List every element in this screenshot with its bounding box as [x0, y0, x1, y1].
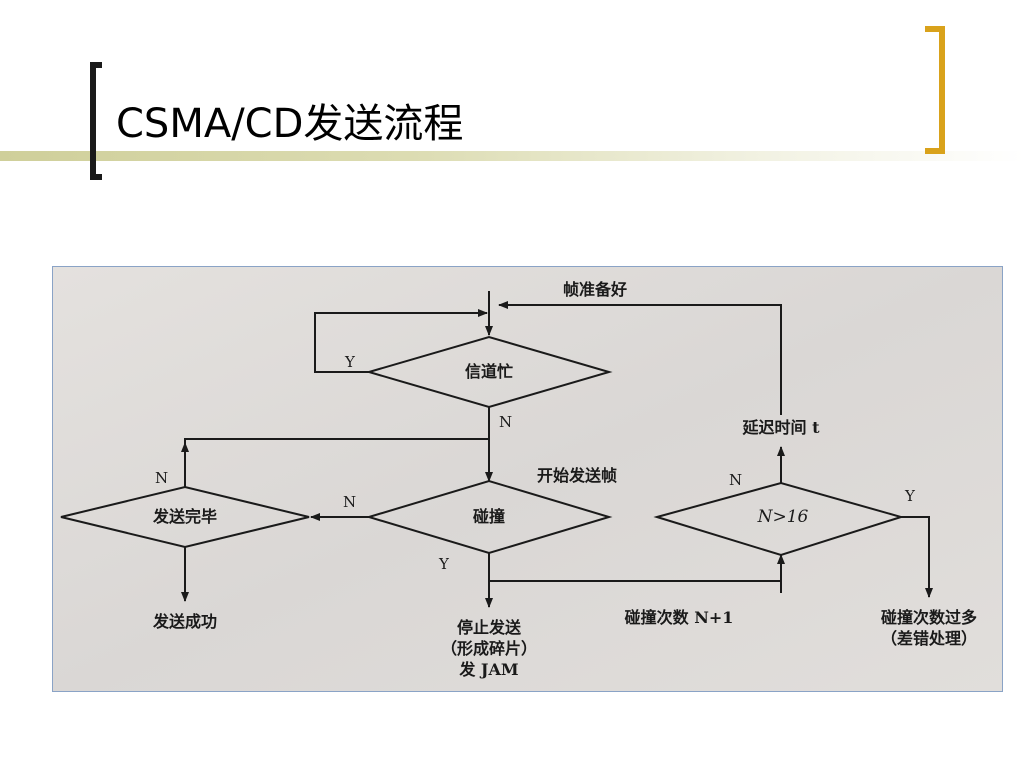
diamond-channel-busy — [365, 335, 613, 409]
left-bracket-decoration — [90, 62, 102, 180]
label-n-gt-16: N>16 — [757, 507, 809, 527]
label-busy-no: N — [499, 413, 513, 431]
label-too-many-collisions: 碰撞次数过多 （差错处理） — [881, 607, 977, 649]
slide-title: CSMA/CD发送流程 — [116, 101, 464, 147]
label-frame-ready: 帧准备好 — [562, 280, 628, 299]
diamond-send-complete — [60, 485, 310, 549]
diamond-collision — [365, 479, 613, 555]
label-channel-busy: 信道忙 — [464, 362, 514, 381]
title-underline — [0, 151, 1024, 161]
arrow-n16-yes — [901, 516, 933, 598]
label-stop-send: 停止发送 （形成碎片） 发 JAM — [441, 617, 537, 680]
label-too-many-line1: 碰撞次数过多 — [880, 608, 978, 627]
label-collision-no: N — [343, 493, 357, 511]
arrow-complete-no — [184, 438, 489, 487]
label-busy-yes: Y — [345, 353, 355, 371]
label-too-many-line2: （差错处理） — [880, 629, 978, 648]
label-stop-send-line2: （形成碎片） — [440, 639, 538, 658]
flowchart-photo: 帧准备好 信道忙 Y N 延迟时间 t N 开始发送帧 N Y N 发送完毕 碰… — [52, 266, 1003, 692]
label-n16-yes: Y — [905, 487, 915, 505]
flowchart-diagram — [53, 267, 1002, 691]
right-bracket-decoration — [925, 26, 945, 154]
label-collision-count: 碰撞次数 N+1 — [624, 608, 734, 627]
label-start-sending: 开始发送帧 — [537, 466, 618, 485]
label-stop-send-line3: 发 JAM — [459, 660, 519, 679]
label-delay-time: 延迟时间 t — [742, 418, 820, 437]
arrow-delay-loop — [498, 301, 782, 415]
diamond-n-gt-16 — [653, 481, 905, 557]
label-collision: 碰撞 — [472, 507, 506, 526]
label-stop-send-line1: 停止发送 — [456, 618, 522, 637]
arrow-busy-yes — [314, 309, 488, 373]
label-send-complete: 发送完毕 — [152, 507, 218, 526]
label-send-success: 发送成功 — [152, 612, 218, 631]
label-complete-no: N — [155, 469, 169, 487]
label-collision-yes: Y — [439, 555, 449, 573]
paper-background — [53, 267, 1002, 691]
label-n16-no: N — [729, 471, 743, 489]
